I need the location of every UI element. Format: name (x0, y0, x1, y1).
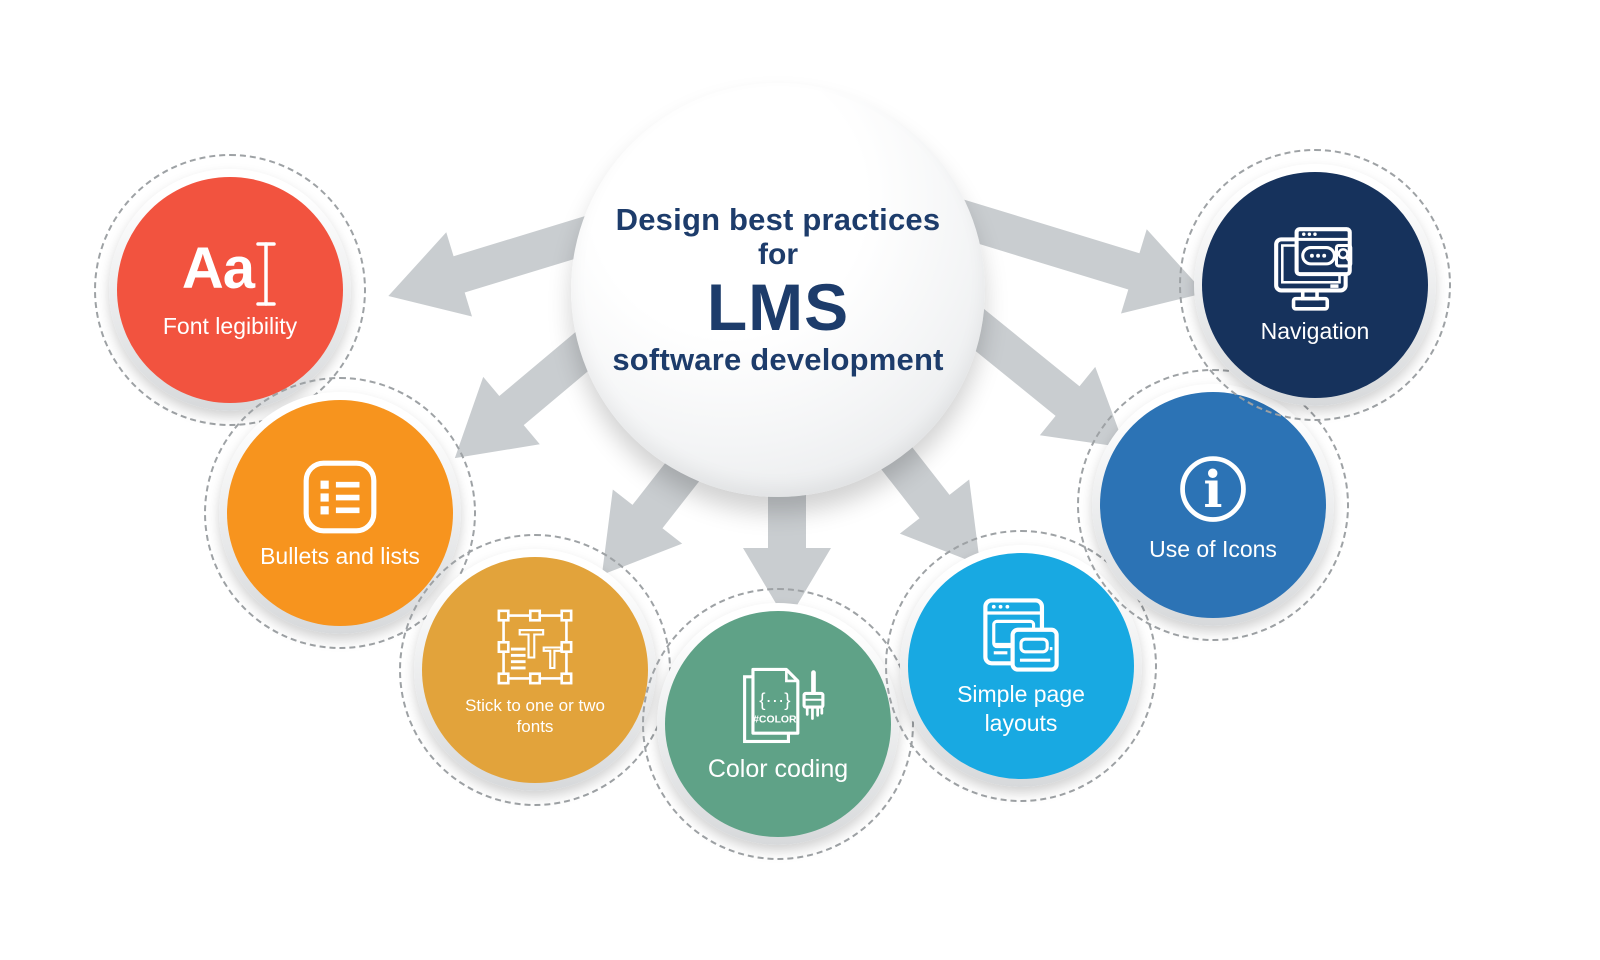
font-legibility-circle: Aa Font legibility (117, 177, 343, 403)
use-of-icons-label: Use of Icons (1149, 535, 1277, 562)
circle-rim: Simple page layouts (900, 545, 1142, 787)
central-topic-circle: Design best practices for LMS software d… (571, 83, 985, 497)
font-sample-text: Aa (181, 235, 255, 301)
svg-text:{···}: {···} (759, 689, 790, 710)
title-line-1: Design best practices (615, 202, 941, 238)
title-line-4: software development (612, 341, 944, 377)
layouts-circle: Simple page layouts (908, 553, 1134, 779)
bulleted-list-icon (303, 460, 377, 534)
circle-rim: Aa Font legibility (109, 169, 351, 411)
svg-text:i: i (1203, 459, 1222, 518)
satellite-use-of-icons: i Use of Icons (1077, 369, 1349, 641)
monitor-search-icon (1274, 226, 1353, 311)
circle-rim: T T Stick to one or two fonts (414, 549, 656, 791)
center-title: Design best practices for LMS software d… (612, 202, 943, 377)
satellite-bullets-and-lists: Bullets and lists (204, 377, 476, 649)
info-icon: i (1180, 455, 1246, 522)
satellite-navigation: Navigation (1179, 149, 1451, 421)
use-of-icons-circle: i Use of Icons (1100, 392, 1326, 618)
font-frame-icon: T T (497, 609, 573, 685)
satellite-stick-to-fonts: T T Stick to one or two fonts (399, 534, 671, 806)
satellite-color-coding: {···} #COLOR Color coding (642, 588, 914, 860)
fonts-circle: T T Stick to one or two fonts (422, 557, 648, 783)
svg-text:T: T (543, 642, 561, 675)
bullets-label: Bullets and lists (260, 542, 420, 569)
color-coding-label: Color coding (707, 755, 849, 784)
color-coding-circle: {···} #COLOR Color coding (665, 611, 891, 837)
svg-text:#COLOR: #COLOR (753, 715, 797, 726)
page-layouts-icon (983, 598, 1059, 672)
font-sample-icon: Aa (181, 235, 278, 308)
svg-text:T: T (519, 622, 543, 666)
satellite-simple-page-layouts: Simple page layouts (885, 530, 1157, 802)
title-line-2: for (758, 238, 798, 272)
text-cursor-icon (256, 241, 276, 306)
satellite-font-legibility: Aa Font legibility (94, 154, 366, 426)
circle-rim: Navigation (1194, 164, 1436, 406)
circle-rim: {···} #COLOR Color coding (657, 603, 899, 845)
color-file-paintbrush-icon: {···} #COLOR (743, 668, 825, 744)
navigation-label: Navigation (1260, 317, 1370, 344)
bullets-circle: Bullets and lists (227, 400, 453, 626)
circle-rim: i Use of Icons (1092, 384, 1334, 626)
fonts-label: Stick to one or two fonts (465, 695, 605, 736)
font-legibility-label: Font legibility (162, 312, 298, 339)
circle-rim: Bullets and lists (219, 392, 461, 634)
layouts-label: Simple page layouts (957, 681, 1085, 736)
navigation-circle: Navigation (1202, 172, 1428, 398)
title-line-3: LMS (706, 269, 850, 344)
